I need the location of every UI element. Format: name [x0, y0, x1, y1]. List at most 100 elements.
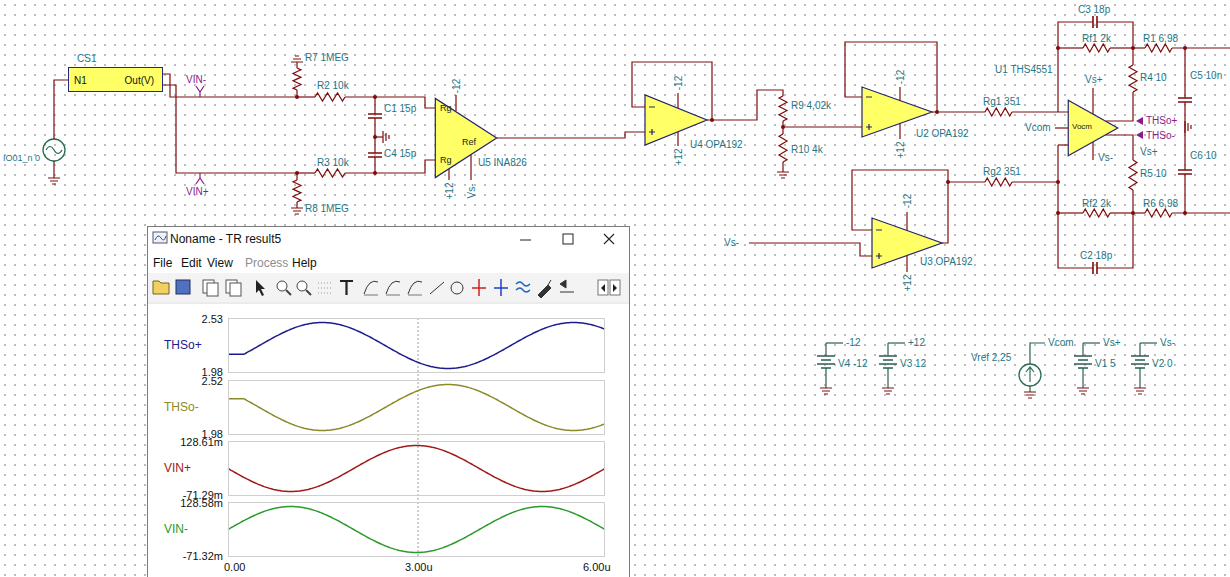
toolbar-icon [207, 283, 218, 296]
component-label: R4 10 [1140, 72, 1167, 83]
maximize-button [563, 234, 573, 244]
component-label: U2 OPA192 [916, 128, 969, 139]
component-label: Vs- [1160, 337, 1175, 348]
component-label: -12 [902, 194, 913, 208]
wire [782, 162, 783, 172]
ground-symbol [48, 178, 60, 184]
window-frame [148, 227, 630, 577]
wire [1055, 127, 1068, 128]
component-label: R7 1MEG [305, 52, 349, 63]
menu-item: File [153, 257, 172, 270]
net-flag [1136, 131, 1143, 139]
toolbar-icon [230, 283, 241, 296]
cursor-line [418, 318, 419, 557]
ground-symbol [1024, 392, 1036, 398]
wire [899, 87, 900, 101]
wire [345, 160, 435, 173]
wire [906, 212, 907, 230]
junction-dot [935, 110, 939, 114]
component-label: Vs+ [1085, 74, 1103, 85]
capacitor-symbol [1178, 98, 1192, 102]
component-label: R6 6,98 [1143, 198, 1178, 209]
ground-symbol [1077, 388, 1089, 394]
trace-name: THSo- [164, 401, 199, 414]
net-label: THSo- [1146, 130, 1175, 141]
component-label: +12 [673, 149, 684, 166]
axis-min: -71.32m [183, 550, 223, 562]
wire [677, 93, 678, 108]
wire [937, 111, 985, 112]
pin-label: Out(V) [125, 75, 154, 86]
wire [677, 132, 678, 146]
component-label: Vref 2,25 [971, 352, 1011, 363]
wire [1172, 47, 1230, 48]
wire [887, 368, 888, 388]
component-label: R10 4k [791, 144, 823, 155]
battery-symbol [1074, 356, 1092, 368]
component-label: Vs- [466, 184, 477, 199]
toolbar-icon [516, 282, 530, 292]
component-label: Vcom [1048, 337, 1074, 348]
resistor-symbol [1145, 44, 1172, 52]
resistor-symbol [779, 134, 787, 162]
pin-sign [649, 107, 655, 135]
window-icon [155, 236, 166, 240]
component-label: -12 [451, 79, 462, 93]
resistor-symbol [293, 68, 301, 90]
wire [1139, 368, 1140, 388]
component-label: -12 [895, 70, 906, 84]
menu-item: View [207, 257, 233, 270]
component-label: +12 [902, 275, 913, 292]
axis-max: 128.58m [180, 497, 223, 509]
capacitor-symbol [1093, 16, 1097, 28]
junction-dot [373, 95, 377, 99]
wire [1110, 212, 1133, 213]
component-label: C1 15p [384, 103, 416, 114]
toolbar-icon [386, 295, 400, 296]
pin-label: Rg [440, 104, 452, 114]
toolbar-icon [538, 280, 551, 298]
resistor-symbol [985, 178, 1012, 186]
wire [632, 62, 712, 120]
toolbar-icon [408, 281, 422, 294]
junction-dot [1056, 211, 1060, 215]
component-label: Vs+ [1140, 146, 1158, 157]
current-source-block: CS1N1Out(V) [68, 67, 163, 92]
opamp-symbol [645, 95, 707, 145]
toolbar [148, 273, 629, 302]
toolbar-icon [286, 290, 291, 295]
ground-symbol [882, 388, 894, 394]
component-label: C2 18p [1080, 250, 1112, 261]
toolbar-icon [386, 281, 400, 294]
junction-dot [946, 180, 950, 184]
waveform [228, 385, 605, 431]
pin-label: N1 [74, 75, 87, 86]
capacitor-symbol [1093, 262, 1097, 274]
net-flag [196, 173, 204, 184]
junction-dot [295, 171, 299, 175]
component-label: Vs- [1098, 152, 1113, 163]
toolbar-icon [430, 282, 444, 294]
wire [53, 161, 54, 178]
battery-symbol [1131, 356, 1149, 368]
plot-panel: THSo-2.521.98 [228, 380, 605, 435]
resistor-symbol [315, 169, 345, 177]
junction-dot [1056, 46, 1060, 50]
toolbar-icon [153, 281, 169, 294]
wire [749, 243, 872, 256]
component-label: R2 10k [317, 80, 349, 91]
toolbar-icon [176, 280, 190, 294]
component-label: U5 INA826 [478, 157, 527, 168]
component-label: -12 [846, 337, 860, 348]
toolbar-icon [408, 295, 422, 296]
source-symbol [43, 139, 65, 161]
source-symbol [1019, 364, 1041, 386]
ground-symbol [820, 388, 832, 394]
ground-symbol [383, 131, 389, 143]
wire [296, 62, 297, 68]
wire [1083, 342, 1100, 343]
capacitor-symbol [368, 153, 382, 157]
wire [1172, 212, 1230, 213]
wire [1106, 92, 1133, 121]
toolbar-icon [494, 279, 508, 296]
